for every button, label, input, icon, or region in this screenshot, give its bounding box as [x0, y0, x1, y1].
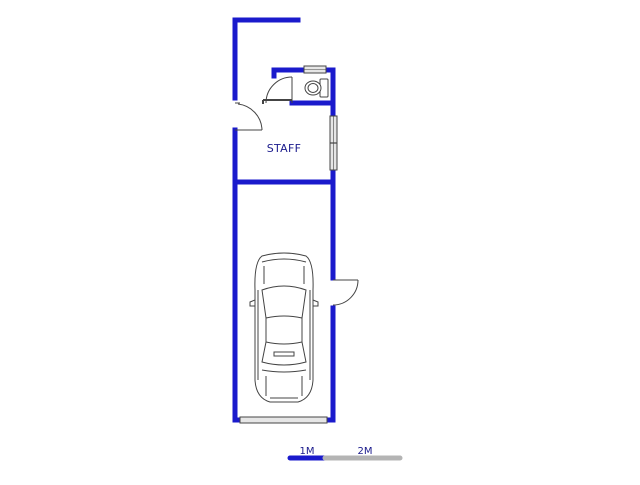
scale-label-1m: 1M [300, 446, 315, 457]
wc-door [265, 76, 293, 104]
staff-side-window [329, 115, 338, 171]
scale-bar: 1M 2M [287, 446, 403, 461]
room-label-staff: STAFF [267, 142, 302, 155]
wc-top-window [303, 65, 327, 74]
walls [232, 17, 336, 423]
garage-door [239, 416, 328, 424]
garage-side-door [332, 279, 359, 306]
car-icon [249, 252, 319, 403]
toilet-icon [304, 78, 329, 98]
staff-entry-door [235, 102, 263, 131]
wc-door-jamb [262, 99, 292, 104]
scale-label-2m: 2M [358, 446, 373, 457]
